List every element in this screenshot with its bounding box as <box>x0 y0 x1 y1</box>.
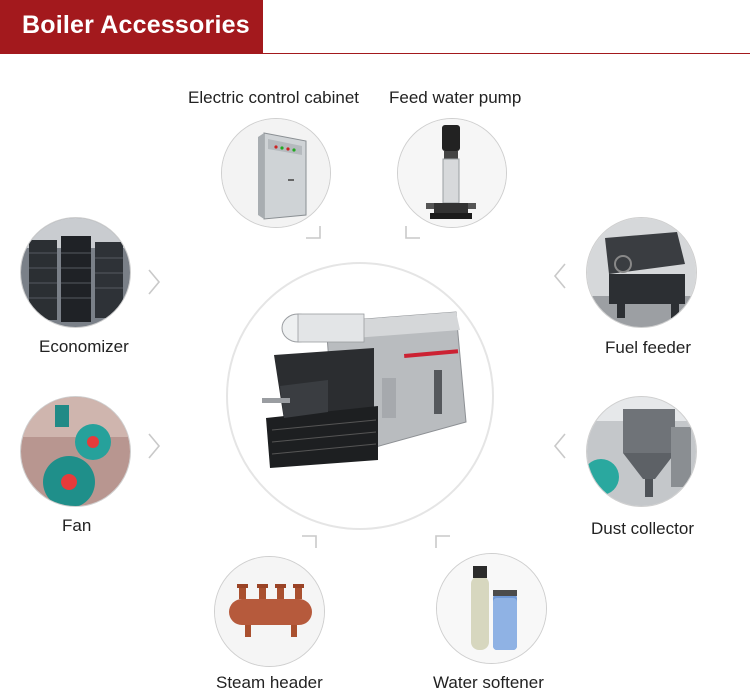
section-header: Boiler Accessories <box>0 0 263 54</box>
fuel-feeder-image[interactable] <box>586 217 697 328</box>
label-steam-header: Steam header <box>216 673 323 692</box>
fan-image[interactable] <box>20 396 131 507</box>
feed-water-pump-image[interactable] <box>397 118 507 228</box>
fan-icon <box>21 397 130 506</box>
label-economizer: Economizer <box>39 337 129 356</box>
header-divider <box>263 53 750 54</box>
electric-control-cabinet-image[interactable] <box>221 118 331 228</box>
chevron-down-left-icon <box>405 226 420 239</box>
economizer-image[interactable] <box>20 217 131 328</box>
water-softener-image[interactable] <box>436 553 547 664</box>
label-fuel-feeder: Fuel feeder <box>605 338 691 357</box>
steam-header-icon <box>215 557 324 666</box>
chevron-up-left-icon <box>435 535 450 548</box>
chevron-left-icon <box>553 263 566 289</box>
boiler-icon[interactable] <box>256 300 471 475</box>
water-softener-icon <box>437 554 546 663</box>
cabinet-icon <box>222 119 330 227</box>
pump-icon <box>398 119 506 227</box>
label-water-softener: Water softener <box>433 673 544 692</box>
dust-collector-image[interactable] <box>586 396 697 507</box>
economizer-icon <box>21 218 130 327</box>
chevron-down-right-icon <box>306 226 321 239</box>
header-title: Boiler Accessories <box>22 11 250 39</box>
dust-collector-icon <box>587 397 696 506</box>
label-feed-water-pump: Feed water pump <box>389 88 522 107</box>
steam-header-image[interactable] <box>214 556 325 667</box>
label-electric-control-cabinet: Electric control cabinet <box>188 88 360 107</box>
chevron-right-icon <box>148 269 161 295</box>
label-dust-collector: Dust collector <box>591 519 694 538</box>
chevron-right-icon <box>148 433 161 459</box>
fuel-feeder-icon <box>587 218 696 327</box>
chevron-left-icon <box>553 433 566 459</box>
chevron-up-right-icon <box>302 535 317 548</box>
label-fan: Fan <box>62 516 92 535</box>
